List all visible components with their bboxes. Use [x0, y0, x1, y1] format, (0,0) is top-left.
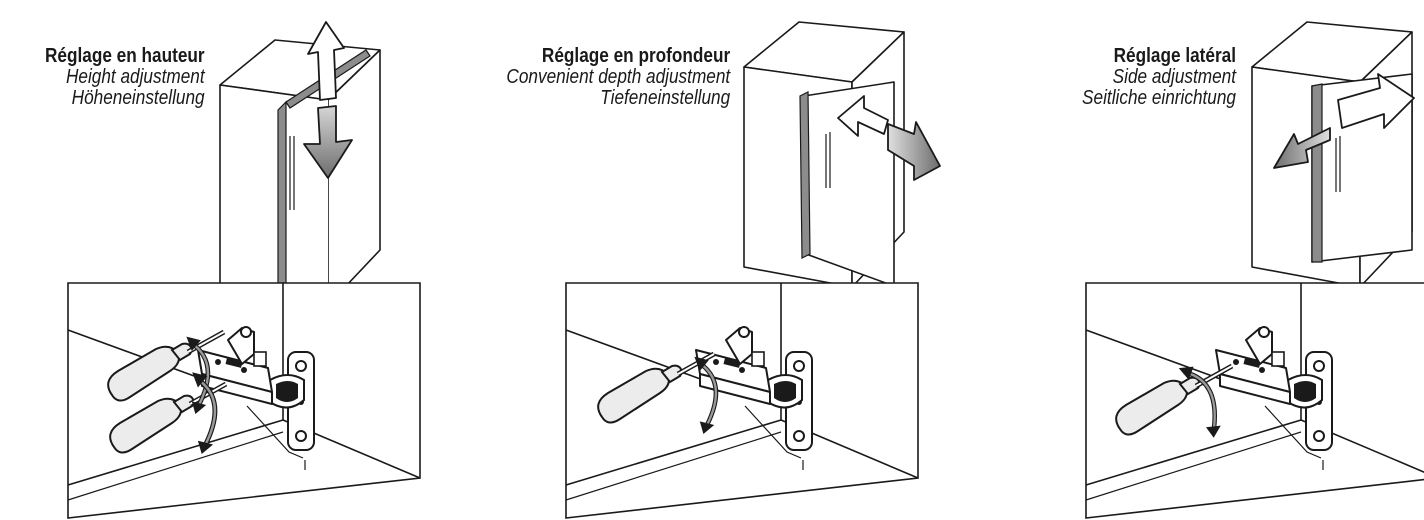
label-height-adjustment: Réglage en hauteur Height adjustment Höh…: [45, 46, 205, 109]
label-title-de: Höheneinstellung: [72, 87, 205, 109]
label-depth-adjustment: Réglage en profondeur Convenient depth a…: [506, 46, 730, 109]
label-title-fr: Réglage latéral: [1113, 45, 1236, 67]
label-title-en: Height adjustment: [66, 66, 205, 88]
depth-arrow: [837, 95, 941, 181]
panel-depth-adjustment: [566, 21, 941, 518]
label-title-de: Seitliche einrichtung: [1082, 87, 1236, 109]
label-side-adjustment: Réglage latéral Side adjustment Seitlich…: [1082, 46, 1236, 109]
cabinet-illustration: [1251, 21, 1413, 288]
label-title-fr: Réglage en profondeur: [541, 45, 730, 67]
cabinet-illustration: [219, 39, 381, 306]
vertical-arrow: [303, 21, 353, 179]
panel-side-adjustment: [1086, 21, 1424, 518]
label-title-en: Side adjustment: [1112, 66, 1236, 88]
hinge-scene: [1086, 283, 1424, 518]
label-title-fr: Réglage en hauteur: [45, 45, 205, 67]
label-title-en: Convenient depth adjustment: [506, 66, 730, 88]
cabinet-illustration: [743, 21, 905, 288]
hinge-scene: [566, 283, 918, 518]
panel-height-adjustment: [68, 21, 420, 518]
lateral-arrow: [1273, 73, 1415, 169]
label-title-de: Tiefeneinstellung: [600, 87, 730, 109]
hinge-scene: [68, 283, 420, 518]
